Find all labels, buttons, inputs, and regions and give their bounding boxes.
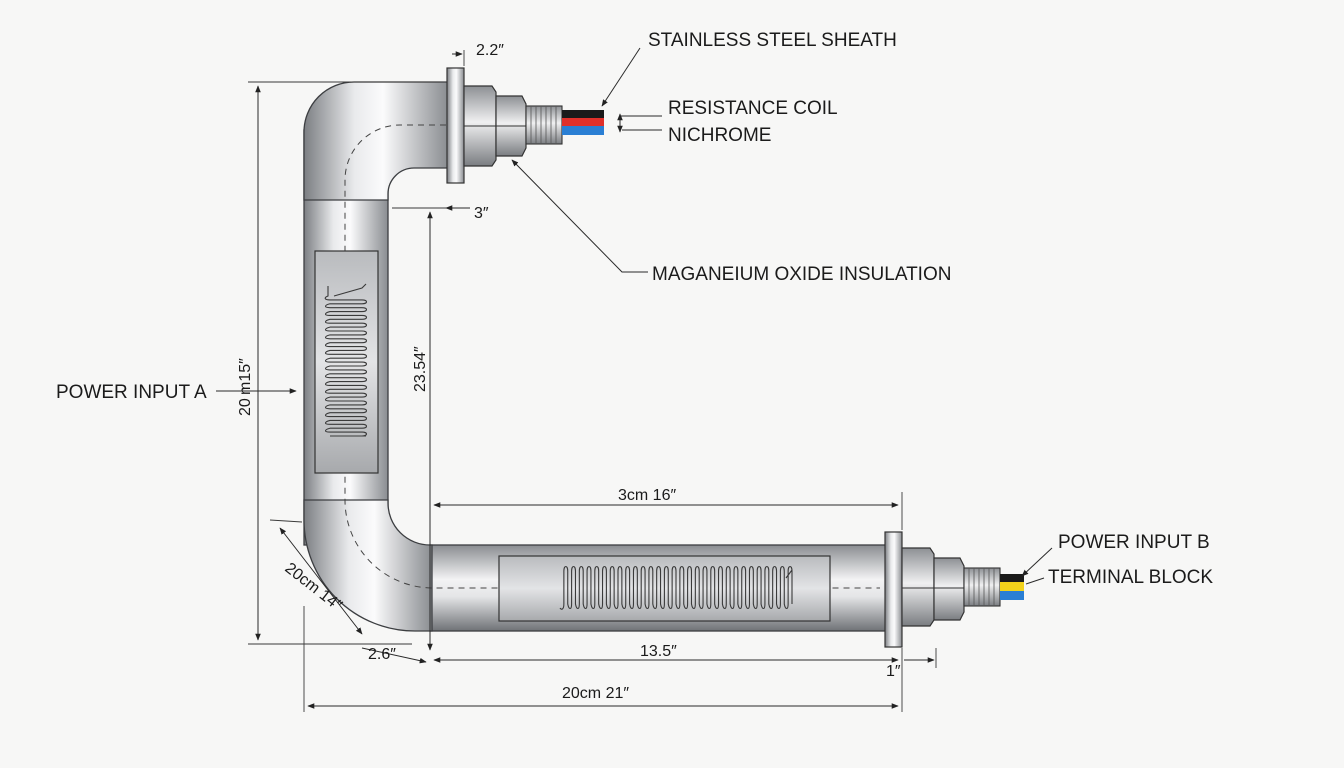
horizontal-coil-wire (559, 565, 793, 610)
leader-sheath (601, 47, 641, 107)
wire-red-top (562, 118, 604, 126)
wire-black-top (562, 110, 604, 118)
label-power-input-a: POWER INPUT A (56, 382, 207, 403)
wire-black-bottom (1000, 574, 1024, 582)
dim-overall-length: 20cm 21″ (562, 685, 629, 702)
vertical-coil-window (314, 250, 379, 474)
label-power-input-b: POWER INPUT B (1058, 532, 1210, 553)
bottom-lock-nut (933, 557, 965, 621)
dim-bottom-length: 13.5″ (640, 643, 677, 660)
bottom-terminal-fitting (884, 531, 1024, 648)
vertical-coil (324, 283, 368, 437)
dim-bend-offset: 2.6″ (368, 646, 396, 663)
sheath-tube (303, 81, 887, 632)
leader-insulation (511, 159, 648, 273)
top-thread (525, 105, 563, 145)
label-insulation: MAGANEIUM OXIDE INSULATION (652, 264, 951, 285)
label-nichrome: NICHROME (668, 125, 771, 146)
dim-flange-bottom: 1″ (886, 663, 901, 680)
dim-inner-height: 23.54″ (412, 346, 429, 392)
dim-outer-height: 20 m15″ (237, 358, 254, 416)
wire-blue-bottom (1000, 591, 1024, 600)
label-terminal-block: TERMINAL BLOCK (1048, 567, 1213, 588)
leader-lines (216, 47, 1053, 585)
dim-top-offset: 3″ (474, 205, 489, 222)
top-terminal-fitting (446, 67, 604, 184)
top-flange (446, 67, 465, 184)
dim-flange-top: 2.2″ (476, 42, 504, 59)
dimension-lines (248, 50, 937, 712)
bottom-flange (884, 531, 903, 648)
label-stainless-sheath: STAINLESS STEEL SHEATH (648, 30, 897, 51)
wire-blue-top (562, 126, 604, 135)
horizontal-coil (559, 565, 793, 610)
label-resistance-coil: RESISTANCE COIL (668, 98, 838, 119)
horizontal-coil-window (498, 555, 831, 622)
bottom-thread (963, 567, 1001, 607)
bottom-hex-nut (901, 547, 935, 627)
dim-horizontal-span: 3cm 16″ (618, 487, 676, 504)
leader-power-b (1021, 547, 1053, 577)
leader-terminal (1025, 577, 1045, 585)
wire-yellow-bottom (1000, 582, 1024, 591)
vertical-coil-wire (324, 283, 368, 437)
